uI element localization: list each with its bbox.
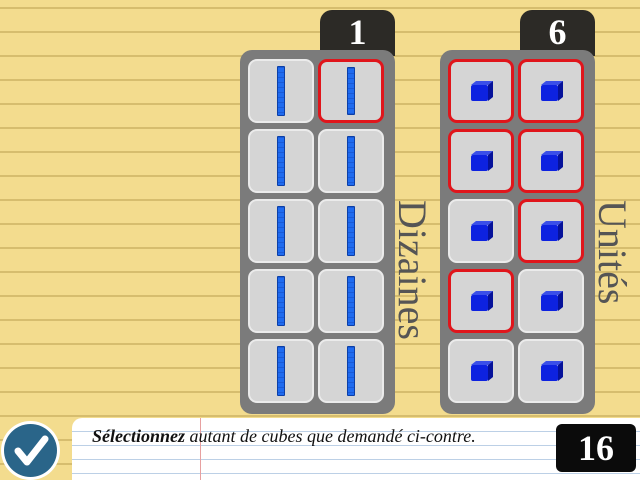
unit-cell[interactable]	[518, 129, 584, 193]
ten-rod-icon	[277, 136, 285, 186]
instruction-bar: Sélectionnez autant de cubes que demandé…	[72, 418, 640, 480]
target-number: 16	[556, 424, 636, 472]
ten-rod-icon	[347, 136, 355, 186]
unit-cell[interactable]	[518, 339, 584, 403]
unit-cube-icon	[471, 361, 493, 381]
tens-label: Dizaines	[390, 200, 435, 340]
ten-rod-icon	[347, 67, 355, 115]
ten-cell[interactable]	[248, 129, 314, 193]
unit-cube-icon	[541, 361, 563, 381]
validate-button[interactable]	[1, 421, 60, 480]
unit-cell[interactable]	[448, 199, 514, 263]
unit-cell[interactable]	[518, 59, 584, 123]
ten-rod-icon	[277, 346, 285, 396]
ten-cell[interactable]	[318, 269, 384, 333]
unit-cell[interactable]	[448, 129, 514, 193]
unit-cube-icon	[541, 291, 563, 311]
ten-rod-icon	[347, 206, 355, 256]
unit-cube-icon	[471, 151, 493, 171]
unit-cube-icon	[541, 81, 563, 101]
units-panel	[440, 50, 595, 414]
margin-line	[200, 418, 201, 480]
unit-cell[interactable]	[448, 269, 514, 333]
ten-cell[interactable]	[248, 339, 314, 403]
unit-cube-icon	[541, 151, 563, 171]
ten-cell[interactable]	[318, 339, 384, 403]
validate-button-ring	[4, 424, 57, 477]
instruction-verb: Sélectionnez	[92, 426, 185, 446]
ten-rod-icon	[347, 346, 355, 396]
ten-cell[interactable]	[248, 269, 314, 333]
unit-cell[interactable]	[448, 59, 514, 123]
ten-cell[interactable]	[318, 199, 384, 263]
unit-cube-icon	[471, 81, 493, 101]
ten-cell[interactable]	[248, 199, 314, 263]
unit-cube-icon	[471, 291, 493, 311]
unit-cell[interactable]	[448, 339, 514, 403]
unit-cell[interactable]	[518, 269, 584, 333]
tens-counter: 1	[320, 10, 395, 56]
tens-panel	[240, 50, 395, 414]
ten-rod-icon	[277, 276, 285, 326]
ten-rod-icon	[347, 276, 355, 326]
unit-cell[interactable]	[518, 199, 584, 263]
instruction-text: Sélectionnez autant de cubes que demandé…	[92, 426, 476, 447]
ten-cell[interactable]	[318, 129, 384, 193]
ten-rod-icon	[277, 206, 285, 256]
ten-cell[interactable]	[318, 59, 384, 123]
unit-cube-icon	[471, 221, 493, 241]
ten-cell[interactable]	[248, 59, 314, 123]
check-icon	[14, 435, 49, 466]
units-counter: 6	[520, 10, 595, 56]
unit-cube-icon	[541, 221, 563, 241]
ten-rod-icon	[277, 66, 285, 116]
instruction-rest: autant de cubes que demandé ci-contre.	[185, 426, 476, 446]
units-label: Unités	[590, 200, 635, 305]
